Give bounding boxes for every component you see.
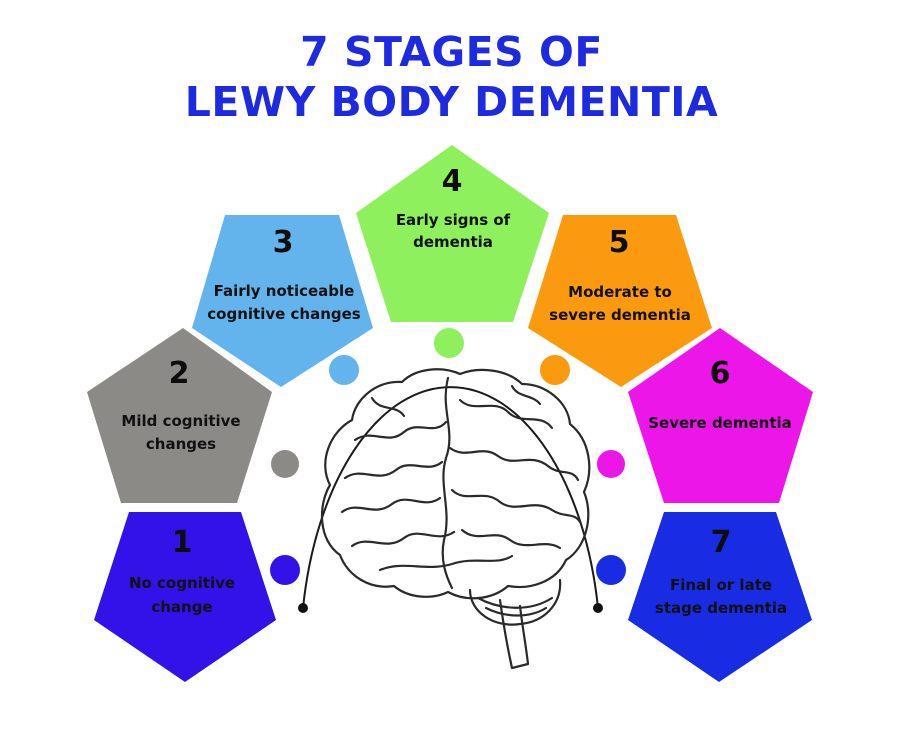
stage-dots	[270, 328, 626, 585]
stage-7-label-line-2: stage dementia	[655, 599, 787, 617]
arc-end-right	[593, 603, 603, 613]
stage-4-number: 4	[442, 164, 463, 199]
brain-illustration	[320, 368, 591, 670]
stage-6-label-line-1: Severe dementia	[648, 414, 792, 432]
stage-4-dot	[434, 328, 464, 358]
stage-6-dot	[597, 450, 625, 478]
stage-3-dot	[329, 355, 359, 385]
stage-6-pentagon	[628, 328, 813, 503]
stage-6-number: 6	[710, 356, 731, 391]
stage-2-pentagon	[87, 328, 272, 503]
stage-2-label-line-1: Mild cognitive	[121, 412, 240, 430]
stage-shapes	[87, 145, 813, 682]
stage-2-dot	[271, 450, 299, 478]
brain-central-sulcus	[441, 376, 454, 590]
stage-1-label-line-1: No cognitive	[129, 574, 235, 592]
brain-cerebellum	[468, 578, 562, 626]
stage-2-label-line-2: changes	[146, 435, 216, 453]
stage-3-pentagon	[192, 215, 373, 387]
stage-1-dot	[270, 555, 300, 585]
stage-5-label-line-2: severe dementia	[549, 306, 691, 324]
stages-arc	[302, 386, 599, 609]
stage-7-pentagon	[628, 512, 812, 682]
stage-2-number: 2	[169, 356, 190, 391]
stage-4-label-line-2: dementia	[413, 233, 493, 251]
stage-1-pentagon	[94, 512, 276, 682]
stage-5-label-line-1: Moderate to	[568, 283, 672, 301]
arc-end-left	[298, 603, 308, 613]
stage-5-dot	[540, 355, 570, 385]
stage-7-dot	[596, 555, 626, 585]
title-line-2: LEWY BODY DEMENTIA	[184, 78, 719, 126]
title-line-1: 7 STAGES OF	[300, 28, 603, 76]
stage-numbers: 1 2 3 4 5 6 7	[169, 164, 732, 560]
brain-outline	[320, 368, 591, 600]
stage-3-label-line-1: Fairly noticeable	[214, 282, 355, 300]
stage-7-number: 7	[711, 525, 732, 560]
stage-4-label-line-1: Early signs of	[396, 211, 511, 229]
stage-7-label-line-1: Final or late	[670, 576, 772, 594]
stage-5-number: 5	[609, 225, 630, 260]
stage-labels: No cognitive change Mild cognitive chang…	[121, 211, 791, 617]
stage-5-pentagon	[528, 215, 712, 387]
stage-4-pentagon	[356, 145, 549, 322]
stage-1-label-line-2: change	[151, 598, 212, 616]
stage-3-label-line-2: cognitive changes	[207, 305, 361, 323]
stage-1-number: 1	[172, 525, 193, 560]
brain-stem	[498, 598, 530, 670]
stage-3-number: 3	[273, 225, 294, 260]
